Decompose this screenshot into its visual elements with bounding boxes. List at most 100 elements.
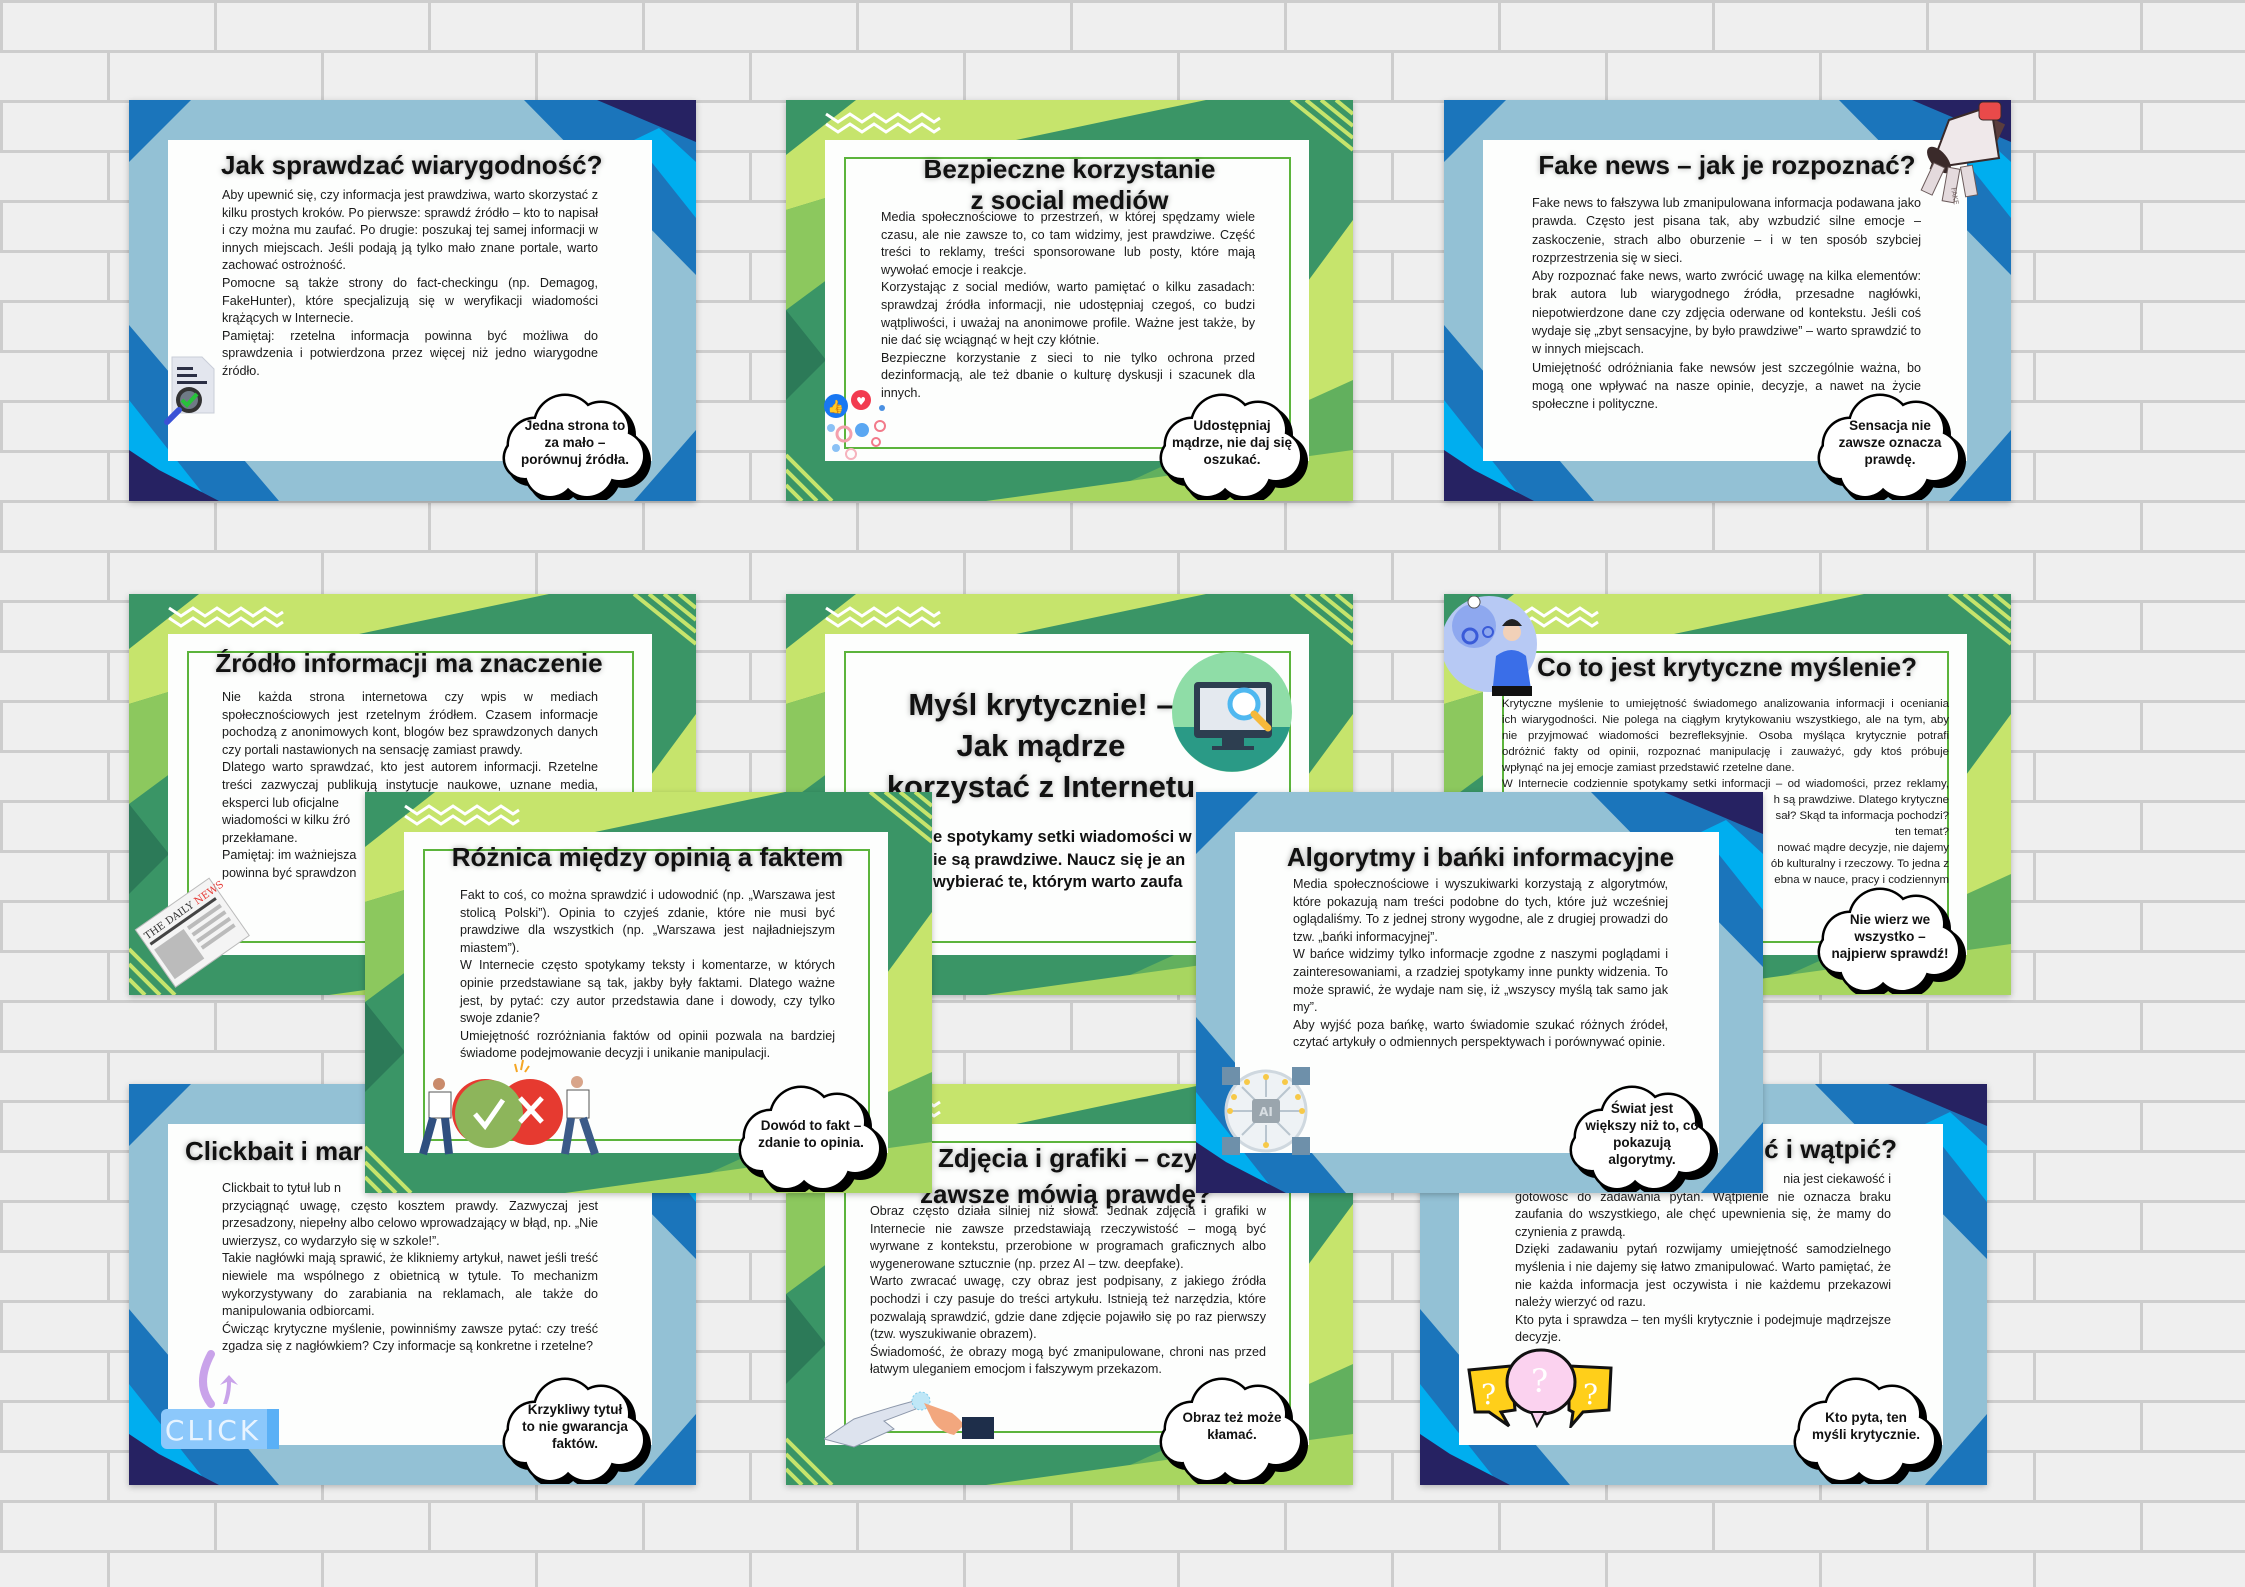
svg-text:?: ? bbox=[1481, 1378, 1496, 1411]
bubble-text-line: Jedna strona to bbox=[524, 417, 626, 433]
bubble-text-line: kłamać. bbox=[1207, 1427, 1257, 1442]
social-reactions-icon: 👍♥ bbox=[824, 390, 894, 475]
thinking-person-icon bbox=[1444, 595, 1544, 701]
bubble-text-line: wszystko – bbox=[1854, 928, 1926, 944]
body-paragraph: Bezpieczne korzystanie z sieci to nie ty… bbox=[881, 350, 1255, 400]
cloud-bubble: Obraz też może kłamać. bbox=[1152, 1374, 1312, 1484]
body-line: W Internecie codziennie spotykamy setki … bbox=[1502, 778, 1949, 790]
body-paragraph: Świadomość, że obrazy mogą być zmanipulo… bbox=[870, 1344, 1266, 1377]
card-body: Media społecznościowe to przestrzeń, w k… bbox=[881, 209, 1255, 403]
body-paragraph: Kto pyta i sprawdza – ten myśli krytyczn… bbox=[1515, 1312, 1891, 1345]
body-paragraph: Dzięki zadawaniu pytań rozwijamy umiejęt… bbox=[1515, 1242, 1891, 1310]
panel-border bbox=[844, 157, 1291, 449]
body-paragraph: Media społecznościowe to przestrzeń, w k… bbox=[881, 210, 1255, 277]
card-body: Clickbait to tytuł lub n przyciągnąć uwag… bbox=[222, 1180, 598, 1356]
card-subtitle-line: e spotykamy setki wiadomości w bbox=[933, 828, 1192, 846]
body-paragraph: Nie każda strona internetowa czy wpis w … bbox=[222, 690, 598, 757]
card-title: ć i wątpić? bbox=[1764, 1134, 1897, 1165]
body-paragraph: przyciągnąć uwagę, często kosztem prawdy… bbox=[222, 1198, 598, 1248]
bubble-text-line: zawsze oznacza bbox=[1838, 434, 1942, 450]
body-paragraph: Media społecznościowe i wyszukiwarki kor… bbox=[1293, 877, 1668, 944]
body-line: treści zazwyczaj publikują instytucje na… bbox=[222, 777, 598, 792]
bubble-text-line: mądrze, nie daj się bbox=[1171, 434, 1293, 450]
card-title: Źródło informacji ma znaczenie bbox=[209, 648, 609, 679]
body-line: sał? Skąd ta informacja pochodzi? bbox=[1775, 810, 1950, 822]
panel-border bbox=[423, 849, 870, 1141]
bubble-text-line: Dowód to fakt – bbox=[760, 1118, 862, 1133]
body-line: eksperci lub oficjalne bbox=[222, 795, 339, 810]
card-body: Media społecznościowe i wyszukiwarki kor… bbox=[1293, 876, 1668, 1052]
bubble-text-line: faktów. bbox=[551, 1435, 598, 1451]
body-line: Pamiętaj: im ważniejsza bbox=[222, 848, 357, 863]
card-body: Fakt to coś, co można sprawdzić i udowod… bbox=[460, 887, 835, 1063]
card-title-line: Bezpieczne korzystanie bbox=[923, 154, 1216, 184]
card-body: Nie każda strona internetowa czy wpis w … bbox=[222, 689, 598, 883]
bubble-text-line: za mało – bbox=[544, 434, 606, 450]
body-paragraph: Fake news to fałszywa lub zmanipulowana … bbox=[1532, 196, 1921, 265]
body-paragraph: Pomocne są także strony do fact-checking… bbox=[222, 275, 598, 326]
card-body: Krytyczne myślenie to umiejętność świado… bbox=[1502, 696, 1949, 888]
body-paragraph: Aby rozpoznać fake news, warto zwrócić u… bbox=[1532, 269, 1921, 357]
bubble-text-line: porównuj źródła. bbox=[521, 451, 629, 467]
card-subtitle-line: ie są prawdziwe. Naucz się je an bbox=[933, 850, 1186, 869]
body-line: Dlatego warto sprawdzać, kto jest autore… bbox=[222, 760, 598, 775]
body-paragraph: Fakt to coś, co można sprawdzić i udowod… bbox=[460, 888, 835, 955]
card-title-line: ć i wątpić? bbox=[1764, 1134, 1897, 1164]
poster-card: Jak sprawdzać wiarygodność? Aby upewnić s… bbox=[129, 100, 696, 501]
card-title: Fake news – jak je rozpoznać? bbox=[1538, 150, 1916, 181]
bubble-text-line: Kto pyta, ten bbox=[1825, 1410, 1907, 1425]
card-title: Co to jest krytyczne myślenie? bbox=[1532, 652, 1922, 683]
body-paragraph: W Internecie często spotykamy teksty i k… bbox=[460, 958, 835, 1026]
card-title-line: Algorytmy i bańki informacyjne bbox=[1286, 842, 1675, 872]
card-title-line: Różnica między opinią a faktem bbox=[451, 842, 844, 872]
svg-text:FAKE: FAKE bbox=[1949, 187, 1960, 205]
card-title-line: zawsze mówią prawdę? bbox=[920, 1179, 1212, 1209]
bubble-text-line: oszukać. bbox=[1203, 451, 1261, 467]
card-title: Algorytmy i bańki informacyjne bbox=[1278, 842, 1683, 873]
bubble-text-line: Obraz też może bbox=[1182, 1410, 1282, 1425]
card-body: Fake news to fałszywa lub zmanipulowana … bbox=[1532, 194, 1921, 414]
fact-opinion-icon bbox=[405, 1054, 605, 1169]
card-title: Clickbait i mar bbox=[185, 1136, 363, 1167]
body-line: przekłamane. bbox=[222, 830, 298, 845]
bubble-text-line: pokazują bbox=[1613, 1135, 1671, 1150]
body-paragraph: Umiejętność rozróżniania faktów od opini… bbox=[460, 1028, 835, 1061]
card-title-line: Myśl krytycznie! – bbox=[908, 687, 1174, 722]
body-paragraph: Warto zwracać uwagę, czy obraz jest podp… bbox=[870, 1274, 1266, 1342]
body-line: Clickbait to tytuł lub n bbox=[222, 1181, 341, 1195]
body-line: powinna być sprawdzon bbox=[222, 865, 357, 880]
body-line: Krytyczne myślenie to umiejętność świado… bbox=[1502, 698, 1949, 710]
body-paragraph: Obraz często działa silniej niż słowa. J… bbox=[870, 1204, 1266, 1271]
cloud-bubble: Dowód to fakt –zdanie to opinia. bbox=[731, 1082, 891, 1192]
card-title-line: Clickbait i mar bbox=[185, 1136, 363, 1166]
bubble-text-line: prawdę. bbox=[1864, 451, 1916, 467]
svg-text:👍: 👍 bbox=[828, 399, 844, 415]
body-paragraph: Ćwicząc krytyczne myślenie, powinniśmy z… bbox=[222, 1321, 598, 1354]
card-body: Obraz często działa silniej niż słowa. J… bbox=[870, 1203, 1266, 1379]
svg-text:CLICK: CLICK bbox=[165, 1414, 261, 1447]
poster-card: Fake news – jak je rozpoznać? Fake news t… bbox=[1444, 100, 2011, 501]
question-bubbles-icon: ??? bbox=[1465, 1346, 1615, 1433]
svg-text:AI: AI bbox=[1259, 1105, 1273, 1119]
body-line: ten temat? bbox=[1895, 826, 1949, 838]
body-paragraph: W bańce widzimy tylko informacje zgodne … bbox=[1293, 947, 1668, 1015]
card-title-line: Co to jest krytyczne myślenie? bbox=[1536, 652, 1918, 682]
bubble-text-line: najpierw sprawdź! bbox=[1831, 945, 1949, 961]
document-check-icon bbox=[162, 355, 222, 430]
newspaper-icon: THE DAILY NEWS bbox=[129, 874, 254, 995]
body-line: wiadomości w kilku źró bbox=[222, 813, 351, 828]
body-line: nować mądre decyzje, nie dajemy bbox=[1777, 842, 1949, 854]
card-title: Jak sprawdzać wiarygodność? bbox=[221, 150, 602, 181]
body-paragraph: Pamiętaj: rzetelna informacja powinna by… bbox=[222, 328, 598, 378]
card-body: Aby upewnić się, czy informacja jest pra… bbox=[222, 187, 598, 381]
